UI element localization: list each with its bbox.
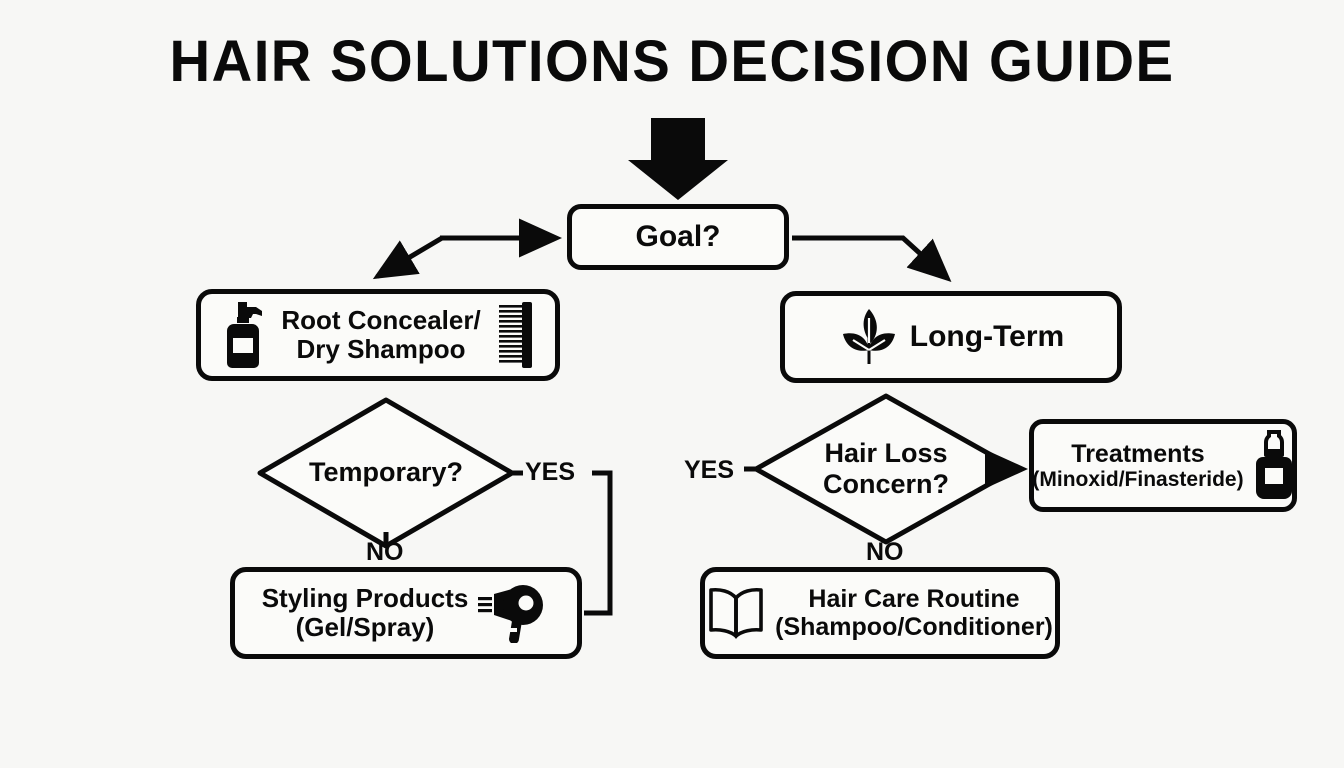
node-long-term-label: Long-Term: [909, 320, 1065, 354]
node-temporary-label: Temporary?: [308, 457, 464, 488]
hair-dryer-icon: [478, 585, 544, 643]
edge-label-temporary-yes: YES: [525, 458, 576, 486]
comb-icon: [498, 302, 532, 368]
node-hair-care-routine-line1: Hair Care Routine: [808, 585, 1020, 613]
node-root-concealer[interactable]: Root Concealer/ Dry Shampoo: [196, 289, 560, 381]
node-long-term[interactable]: Long-Term: [780, 291, 1122, 383]
node-root-concealer-line2: Dry Shampoo: [296, 334, 466, 364]
edge-label-hair-loss-no: NO: [866, 538, 904, 566]
edge-goal-to-long-term: [792, 235, 952, 283]
node-treatments[interactable]: Treatments (Minoxid/Finasteride): [1029, 419, 1297, 512]
leaf-icon: [842, 309, 895, 364]
node-goal-label: Goal?: [635, 220, 721, 254]
node-goal[interactable]: Goal?: [567, 204, 789, 270]
node-hair-loss-line2: Concern?: [822, 469, 949, 499]
open-book-icon: [709, 587, 763, 639]
edge-label-temporary-no: NO: [366, 538, 404, 566]
node-hair-care-routine[interactable]: Hair Care Routine (Shampoo/Conditioner): [700, 567, 1060, 659]
edge-label-hair-loss-yes: YES: [684, 456, 735, 484]
edge-goal-to-root-concealer: [372, 218, 562, 280]
decision-diamond-temporary: [257, 397, 515, 549]
node-treatments-line1: Treatments: [1071, 439, 1205, 468]
node-hair-loss[interactable]: Hair Loss Concern?: [762, 428, 1010, 510]
node-styling-products-line1: Styling Products: [261, 582, 469, 613]
node-hair-loss-line1: Hair Loss: [824, 437, 948, 468]
node-treatments-line2: (Minoxid/Finasteride): [1032, 467, 1244, 491]
node-styling-products[interactable]: Styling Products (Gel/Spray): [230, 567, 582, 659]
decision-diamond-hair-loss: [753, 393, 1019, 545]
node-root-concealer-line1: Root Concealer/: [281, 304, 481, 335]
node-hair-care-routine-line2: (Shampoo/Conditioner): [775, 613, 1053, 641]
page-title: HAIR SOLUTIONS DECISION GUIDE: [169, 29, 1175, 94]
dropper-bottle-icon: [1255, 429, 1292, 499]
node-temporary[interactable]: Temporary?: [262, 440, 510, 506]
node-styling-products-line2: (Gel/Spray): [295, 612, 435, 642]
spray-bottle-icon: [227, 302, 263, 368]
entry-down-arrow-icon: [628, 118, 728, 200]
